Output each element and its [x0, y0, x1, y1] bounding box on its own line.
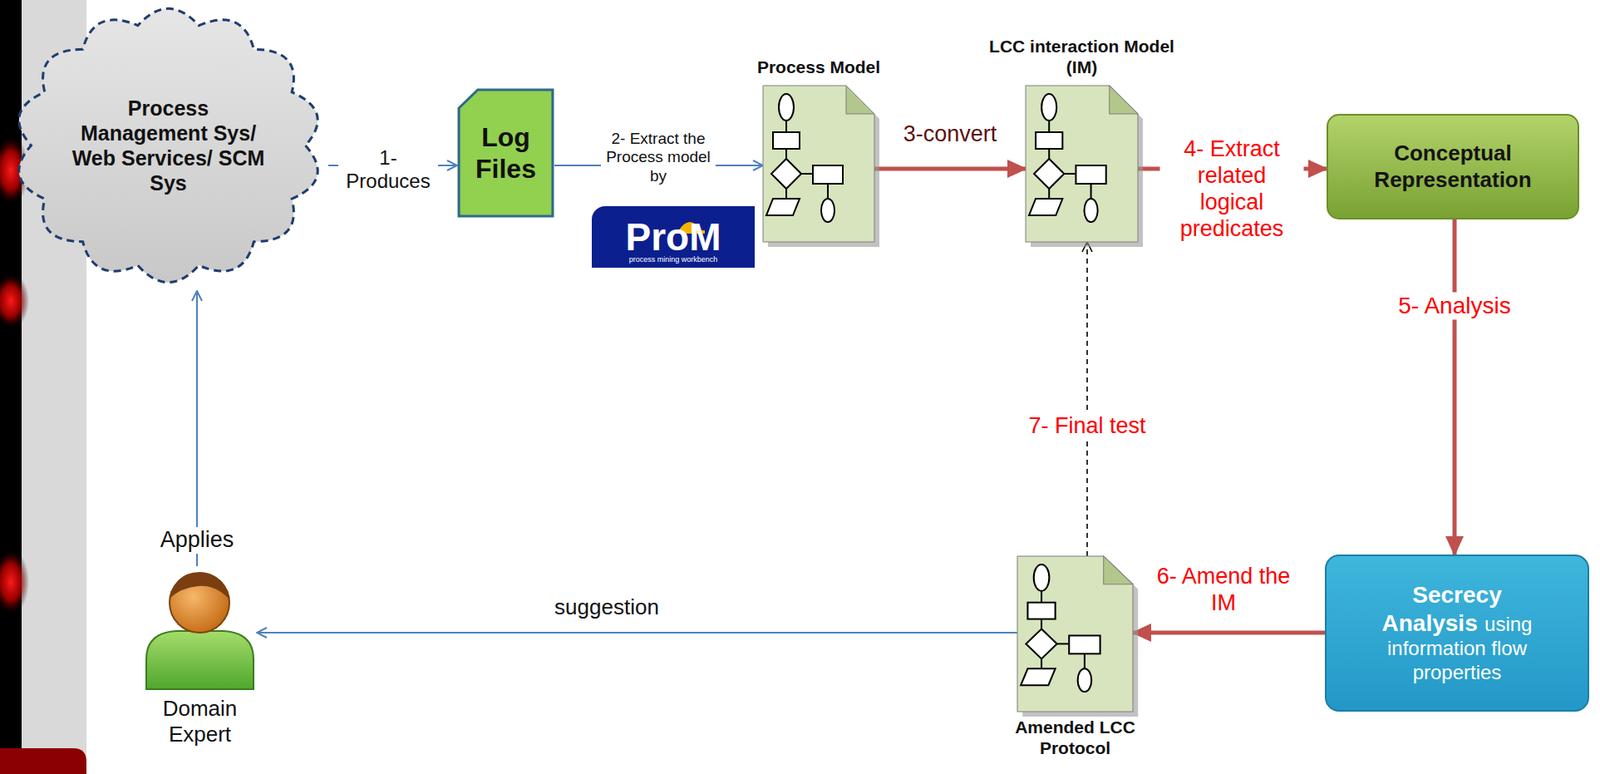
- edge-label: 4- Extract related logical predicates: [1160, 136, 1305, 242]
- edge-label: 1- Produces: [338, 146, 439, 194]
- document-page: [1017, 556, 1133, 712]
- flow-ellipse: [1041, 93, 1057, 121]
- flow-line: [1083, 653, 1086, 669]
- document-icon: Amended LCC Protocol: [1017, 556, 1133, 712]
- log-file-shape: [457, 88, 555, 218]
- flow-rect: [1027, 602, 1055, 620]
- person-body: [146, 630, 254, 690]
- node-title: Conceptual Representation: [1340, 140, 1566, 192]
- flow-parallelogram: [766, 198, 800, 216]
- flow-diamond: [771, 158, 802, 189]
- flow-ellipse: [821, 198, 835, 222]
- process-box: Secrecy Analysisusing information flow p…: [1324, 554, 1590, 712]
- edge-label: 7- Final test: [1024, 413, 1149, 440]
- document-fold: [1109, 85, 1138, 114]
- outside-heading: Process Model: [727, 56, 911, 78]
- node-title: Amended LCC Protocol: [979, 716, 1172, 759]
- flow-line: [1040, 590, 1043, 603]
- flow-line: [801, 172, 813, 175]
- text-wrap: Log Files: [468, 121, 543, 186]
- flow-arrow: [874, 167, 1026, 172]
- flow-line: [1057, 642, 1070, 645]
- flow-line: [1040, 619, 1043, 630]
- flow-rect: [812, 165, 843, 184]
- document-shape: [763, 85, 875, 242]
- red-glow: [0, 272, 30, 330]
- node-title: Secrecy Analysis: [1382, 581, 1502, 636]
- flow-arrow: [1452, 219, 1458, 555]
- outside-heading: LCC interaction Model (IM): [982, 35, 1182, 78]
- cloud-path: [19, 8, 318, 282]
- edge-label: suggestion: [551, 594, 663, 621]
- rounded-rect: [1327, 114, 1579, 219]
- text-wrap: Conceptual Representation: [1340, 140, 1566, 192]
- logo-text: ProM: [591, 217, 755, 256]
- document-icon: Process Model: [763, 85, 875, 242]
- flow-line: [1090, 183, 1093, 199]
- flow-rect: [1035, 132, 1063, 149]
- edge-label: 6- Amend the IM: [1147, 563, 1300, 617]
- flow-line: [827, 183, 829, 199]
- red-corner: [0, 748, 87, 774]
- flow-line: [1048, 148, 1050, 159]
- node-title: LCC interaction Model (IM): [982, 35, 1182, 78]
- flow-rect: [772, 132, 800, 149]
- flow-line: [1048, 188, 1050, 199]
- node-title: Process Model: [727, 56, 911, 78]
- flow-parallelogram: [1028, 198, 1063, 216]
- flow-rect: [1068, 635, 1100, 654]
- red-glow: [0, 548, 30, 616]
- node-title: Process Management Sys/ Web Services/ SC…: [66, 95, 271, 196]
- person-shape: [142, 566, 257, 691]
- text-wrap: Secrecy Analysisusing information flow p…: [1353, 580, 1561, 685]
- rounded-rect: [1325, 555, 1589, 711]
- node-title: Log Files: [468, 121, 543, 186]
- edge-label: 3-convert: [900, 121, 1001, 148]
- cloud-outline: [8, 0, 329, 291]
- dashed-arrow: [1086, 241, 1088, 557]
- flow-parallelogram: [1020, 668, 1055, 685]
- outside-heading: Amended LCC Protocol: [979, 716, 1172, 759]
- log-files-box: Log Files: [457, 88, 555, 218]
- document-fold: [1103, 556, 1133, 585]
- flow-line: [785, 120, 788, 133]
- edge-label: 5- Analysis: [1394, 291, 1514, 320]
- document-page: [763, 85, 875, 242]
- person-icon: Domain Expert: [142, 566, 257, 691]
- person-head: [169, 572, 230, 633]
- flow-arrow: [196, 290, 198, 567]
- flow-ellipse: [1033, 564, 1050, 591]
- flow-line: [785, 188, 788, 199]
- prom-logo: ProMprocess mining workbench: [591, 206, 755, 268]
- flow-line: [1063, 172, 1076, 175]
- text-wrap: Process Management Sys/ Web Services/ SC…: [66, 95, 271, 196]
- flow-ellipse: [1078, 668, 1093, 692]
- flow-diamond: [1033, 158, 1064, 189]
- log-file-path: [458, 89, 553, 217]
- flow-diamond: [1025, 629, 1057, 660]
- system-cloud: Process Management Sys/ Web Services/ SC…: [8, 0, 329, 291]
- flow-ellipse: [1084, 198, 1098, 222]
- document-icon: LCC interaction Model (IM): [1025, 85, 1138, 242]
- document-shape: [1017, 556, 1133, 712]
- document-fold: [846, 85, 875, 114]
- flow-line: [785, 148, 788, 159]
- node-title: Domain Expert: [129, 695, 271, 748]
- process-box: Conceptual Representation: [1326, 113, 1580, 220]
- flow-line: [1048, 120, 1050, 133]
- document-shape: [1025, 85, 1138, 242]
- flow-arrow: [1132, 630, 1325, 636]
- outside-heading: Domain Expert: [129, 695, 271, 748]
- document-page: [1025, 85, 1138, 242]
- person-hair: [170, 572, 230, 600]
- flow-line: [1040, 658, 1043, 669]
- logo-subtitle: process mining workbench: [591, 256, 755, 264]
- flow-ellipse: [778, 93, 794, 121]
- edge-label: 2- Extract the Process model by: [600, 129, 716, 186]
- flow-rect: [1075, 165, 1106, 184]
- edge-label: Applies: [157, 526, 238, 554]
- flow-arrow: [256, 631, 1018, 634]
